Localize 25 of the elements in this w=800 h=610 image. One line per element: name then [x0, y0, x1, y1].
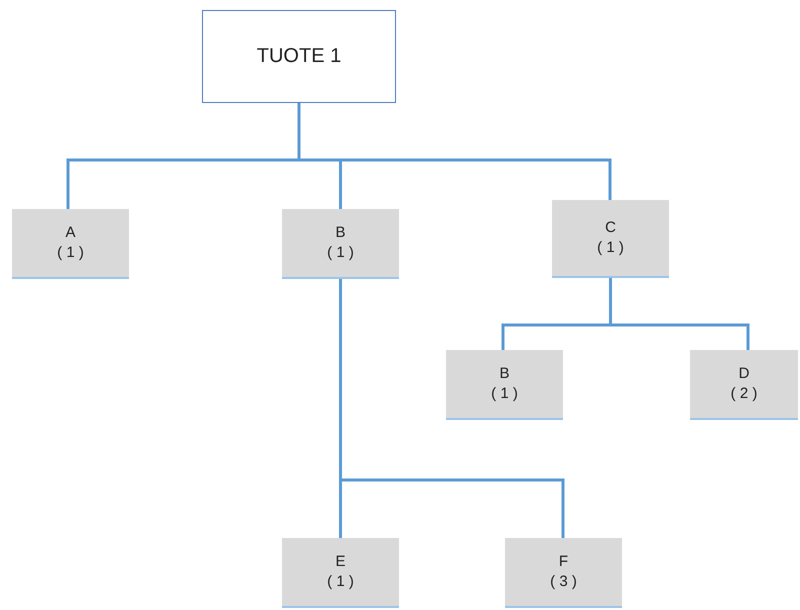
quantity-label: ( 1 ): [327, 243, 354, 263]
quantity-label: ( 2 ): [730, 384, 758, 404]
component-name: C: [605, 218, 616, 238]
component-box: [282, 209, 399, 279]
quantity-label: ( 1 ): [57, 243, 84, 263]
component-box: [446, 350, 563, 420]
quantity-label: ( 3 ): [550, 572, 577, 592]
component-name: B: [335, 222, 346, 243]
connector-line: [609, 278, 750, 350]
component-box: [282, 538, 399, 608]
component-box: [552, 200, 669, 278]
component-box: [12, 209, 129, 279]
component-name: E: [335, 552, 346, 572]
quantity-label: ( 1 ): [327, 572, 354, 592]
component-name: A: [65, 222, 76, 243]
connector-line: [298, 103, 612, 200]
component-box: [505, 538, 622, 608]
product-name: TUOTE 1: [256, 45, 342, 68]
quantity-label: ( 1 ): [597, 238, 624, 258]
component-box: [690, 350, 798, 420]
product-box: [202, 10, 396, 103]
component-name: B: [499, 364, 510, 384]
component-name: D: [738, 364, 750, 384]
quantity-label: ( 1 ): [491, 384, 518, 404]
component-name: F: [558, 552, 568, 572]
